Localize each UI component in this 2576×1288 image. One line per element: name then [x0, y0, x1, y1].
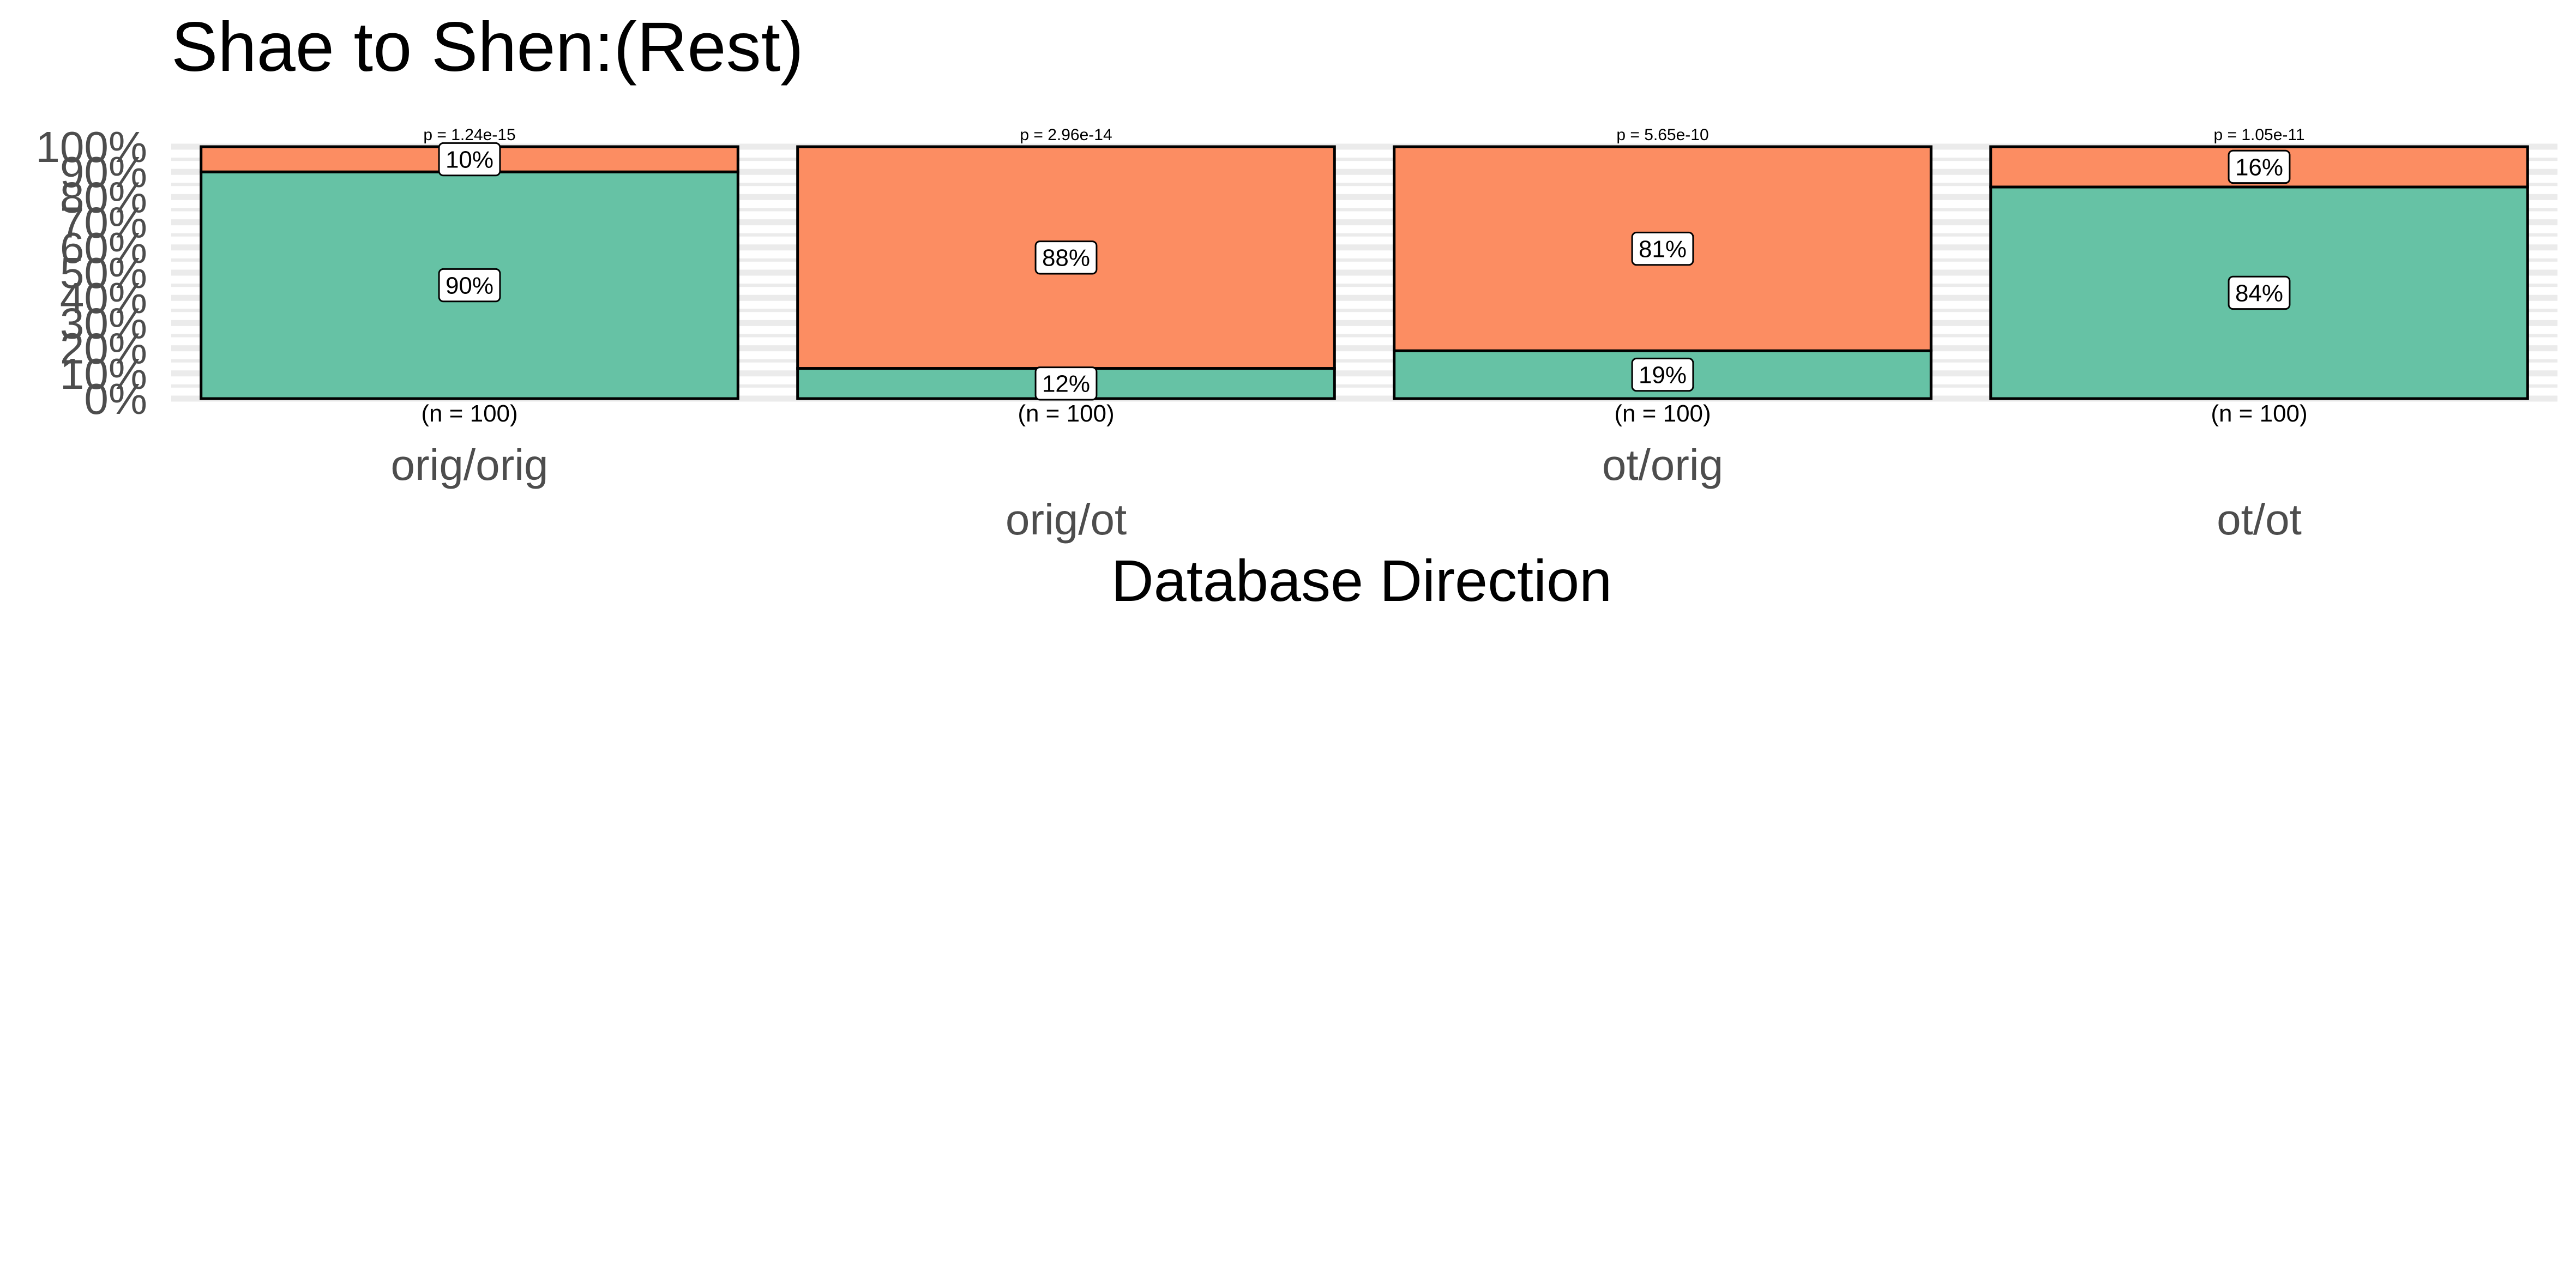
data-label-text: 88%	[1042, 245, 1090, 272]
data-label-text: 16%	[2235, 154, 2283, 180]
p-value-label: p = 1.24e-15	[423, 126, 515, 144]
y-tick-label: 50%	[60, 249, 147, 297]
p-value-label: p = 1.05e-11	[2213, 126, 2304, 144]
n-label: (n = 100)	[2211, 400, 2307, 427]
data-label-box	[1034, 366, 1098, 401]
data-label: 16%	[2228, 149, 2291, 184]
x-tick-label: ot/orig	[1602, 441, 1723, 489]
y-tick-label: 100%	[35, 123, 147, 171]
y-tick-label: 20%	[60, 324, 147, 373]
p-value-label: p = 2.96e-14	[1020, 126, 1112, 144]
y-tick-label: 60%	[60, 224, 147, 272]
bars	[200, 145, 2529, 400]
n-label: (n = 100)	[1614, 400, 1711, 427]
data-label: 19%	[1631, 357, 1694, 392]
data-label-box	[2228, 275, 2291, 310]
x-tick-label: ot/ot	[2217, 495, 2302, 544]
data-label-text: 12%	[1042, 371, 1090, 398]
data-label-text: 19%	[1639, 362, 1687, 389]
data-label: 12%	[1034, 366, 1098, 401]
n-label: (n = 100)	[421, 400, 517, 427]
data-label-text: 84%	[2235, 280, 2283, 306]
data-label-text: 81%	[1639, 236, 1687, 263]
data-label: 81%	[1631, 231, 1694, 266]
data-label-text: 90%	[446, 273, 493, 299]
y-tick-label: 0%	[84, 375, 147, 423]
x-axis-title: Database Direction	[1111, 547, 1612, 613]
data-label: 88%	[1034, 240, 1098, 275]
y-tick-label: 80%	[60, 173, 147, 221]
data-label-box	[438, 268, 501, 303]
data-label-box	[1631, 231, 1694, 266]
y-tick-label: 10%	[60, 350, 147, 398]
y-tick-label: 40%	[60, 274, 147, 322]
data-label-text: 10%	[446, 147, 493, 173]
n-label: (n = 100)	[1018, 400, 1114, 427]
y-tick-label: 30%	[60, 299, 147, 347]
p-value-label: p = 5.65e-10	[1616, 126, 1708, 144]
data-label: 90%	[438, 268, 501, 303]
y-axis: 0%10%20%30%40%50%60%70%80%90%100%	[35, 123, 147, 423]
y-tick-label: 70%	[60, 198, 147, 247]
data-label: 10%	[438, 142, 501, 177]
data-label-box	[1034, 240, 1098, 275]
chart-title: Shae to Shen:(Rest)	[171, 8, 804, 86]
data-label: 84%	[2228, 275, 2291, 310]
x-axis: orig/orig orig/ot ot/orig ot/ot	[390, 441, 2301, 544]
data-labels: 90%10%p = 1.24e-15(n = 100)12%88%p = 2.9…	[421, 126, 2307, 427]
y-tick-label: 90%	[60, 148, 147, 196]
data-label-box	[2228, 149, 2291, 184]
x-tick-label: orig/ot	[1006, 495, 1127, 544]
data-label-box	[1631, 357, 1694, 392]
data-label-box	[438, 142, 501, 177]
x-tick-label: orig/orig	[390, 441, 548, 489]
